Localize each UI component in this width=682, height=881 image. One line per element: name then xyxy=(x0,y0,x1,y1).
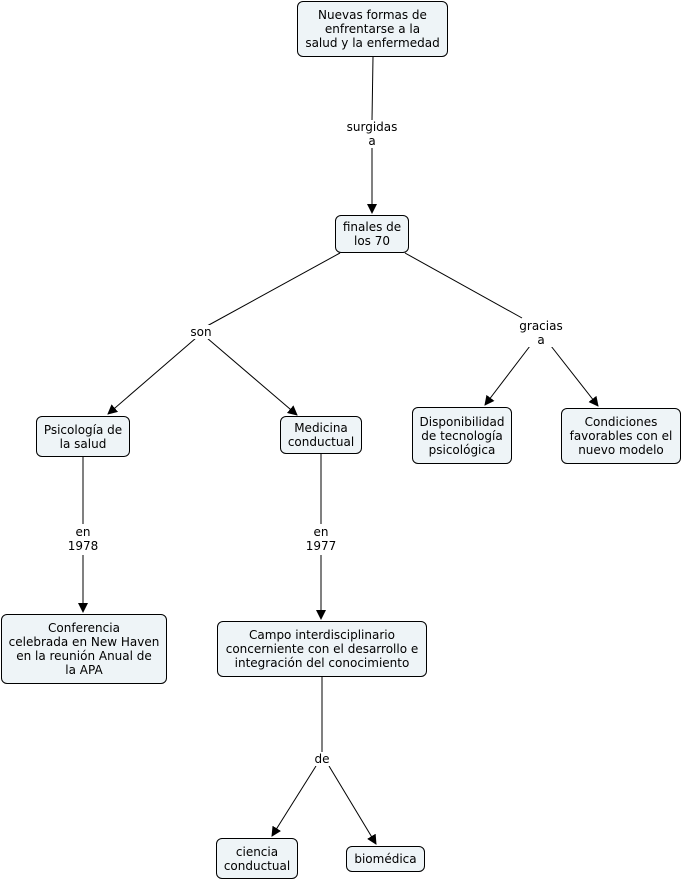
link-label-surgidas-a: surgidas a xyxy=(344,120,400,148)
edge-gracias-disponibilidad xyxy=(484,345,531,406)
link-label-en-1977: en 1977 xyxy=(303,525,339,553)
edge-de-biomedica xyxy=(328,765,377,845)
node-biomedica[interactable]: biomédica xyxy=(346,846,425,872)
node-finales-70[interactable]: finales de los 70 xyxy=(335,215,409,253)
edge-finales-son xyxy=(206,252,341,327)
link-label-son: son xyxy=(188,325,214,339)
edge-gracias-condiciones xyxy=(550,345,599,407)
edge-son-medicina xyxy=(206,337,298,416)
node-disponibilidad[interactable]: Disponibilidad de tecnología psicológica xyxy=(412,407,512,464)
link-label-en-1978: en 1978 xyxy=(65,525,101,553)
node-ciencia-conductual[interactable]: ciencia conductual xyxy=(216,838,298,879)
node-psicologia-salud[interactable]: Psicología de la salud xyxy=(36,416,130,457)
edge-finales-gracias xyxy=(404,252,523,319)
node-medicina-conductual[interactable]: Medicina conductual xyxy=(280,416,362,454)
node-campo-interdisciplinario[interactable]: Campo interdisciplinario concerniente co… xyxy=(217,621,427,677)
link-label-de: de xyxy=(312,752,332,766)
edge-nuevas-surgidas xyxy=(371,56,374,121)
node-nuevas-formas[interactable]: Nuevas formas de enfrentarse a la salud … xyxy=(297,1,448,57)
edge-de-ciencia xyxy=(271,765,317,837)
node-conferencia[interactable]: Conferencia celebrada en New Haven en la… xyxy=(1,614,167,684)
link-label-gracias-a: gracias a xyxy=(517,319,565,347)
node-condiciones[interactable]: Condiciones favorables con el nuevo mode… xyxy=(561,408,681,464)
edge-son-psicologia xyxy=(107,337,197,415)
